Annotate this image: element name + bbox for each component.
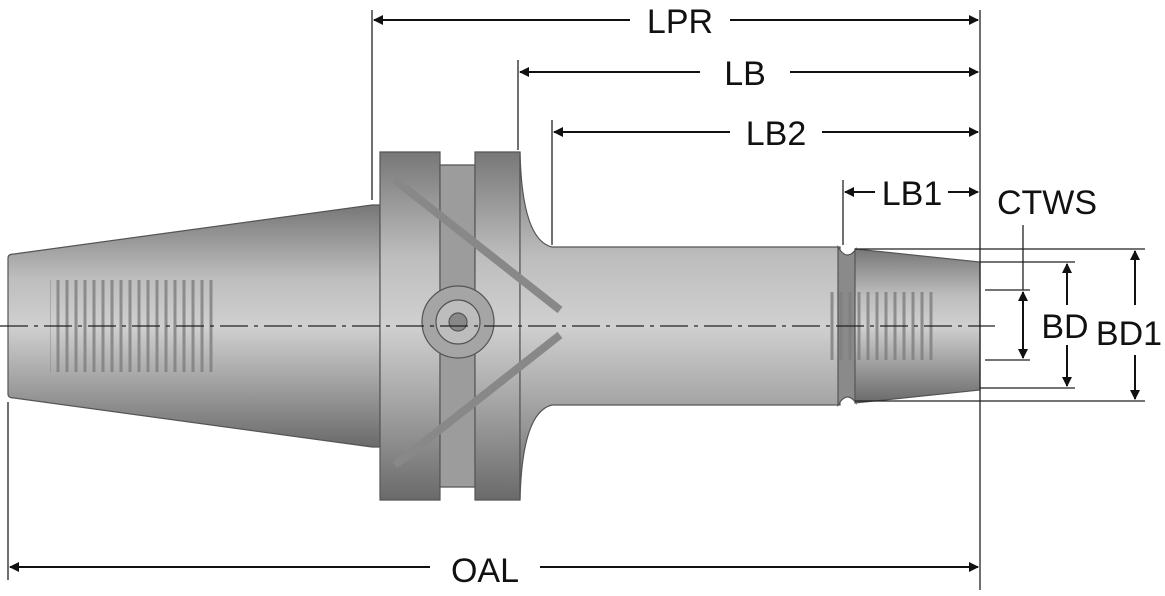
bd1-label: BD1: [1096, 315, 1162, 353]
extension-lines: [7, 10, 1145, 590]
oal-label: OAL: [451, 552, 519, 590]
lpr-label: LPR: [647, 3, 713, 41]
ctws-label: CTWS: [997, 184, 1097, 222]
bd-label: BD: [1041, 308, 1088, 346]
coolant-channel-lower: [392, 331, 563, 469]
lb1-label: LB1: [882, 175, 943, 213]
lb-label: LB: [724, 55, 766, 93]
lb2-label: LB2: [746, 115, 807, 153]
coolant-channel-upper: [392, 176, 563, 314]
coolant-port-hole: [448, 312, 468, 332]
